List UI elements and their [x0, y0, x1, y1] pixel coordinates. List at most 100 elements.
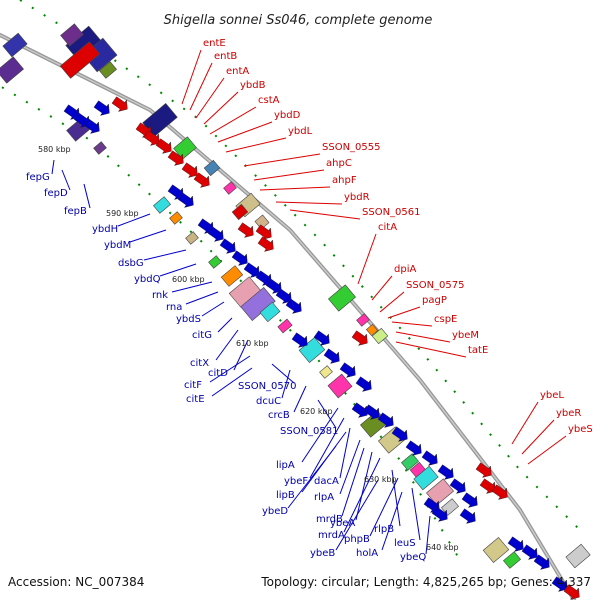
map-title: Shigella sonnei Ss046, complete genome [164, 13, 433, 28]
reverse-gene-callout-line [117, 213, 151, 227]
reverse-gene-arrow [291, 332, 308, 348]
reverse-gene-label: SSON_0570 [238, 381, 297, 392]
reverse-gene-label: ybeF [284, 476, 308, 487]
forward-gene-callout-line [217, 121, 273, 143]
genome-stats-text: Topology: circular; Length: 4,825,265 bp… [260, 575, 591, 589]
gene-feature-block [59, 41, 101, 79]
forward-gene-arrow [181, 162, 198, 178]
reverse-gene-label: lipA [276, 460, 295, 471]
gene-feature-block [153, 196, 171, 214]
reverse-gene-label: lipB [276, 490, 295, 501]
forward-gene-label: tatE [468, 345, 488, 356]
reverse-gene-label: citF [184, 380, 202, 391]
reverse-gene-callout-line [51, 159, 55, 175]
reverse-gene-arrow [355, 376, 372, 392]
forward-gene-label: SSON_0575 [406, 280, 465, 291]
forward-gene-callout-line [395, 331, 451, 343]
forward-gene-arrow [351, 330, 368, 346]
reverse-gene-arrow [313, 330, 330, 346]
reverse-gene-label: dcuC [256, 396, 281, 407]
reverse-gene-arrow [243, 262, 260, 278]
reverse-gene-arrow [377, 412, 394, 428]
reverse-gene-label: holA [356, 548, 378, 559]
gene-feature-block [277, 318, 293, 334]
coordinate-tick-label: 610 kbp [236, 339, 269, 348]
forward-gene-arrow [155, 138, 172, 154]
gene-feature-block [254, 214, 270, 230]
reverse-gene-arrow [285, 298, 302, 314]
feature-layer [0, 23, 591, 600]
forward-gene-callout-line [511, 401, 539, 445]
reverse-gene-arrow [351, 402, 368, 418]
gene-feature-block [60, 23, 84, 47]
reverse-gene-label: citG [192, 330, 212, 341]
reverse-gene-arrow [459, 508, 476, 524]
forward-gene-label: entB [214, 51, 237, 62]
gene-feature-block [223, 181, 237, 195]
reverse-gene-callout-line [339, 427, 351, 479]
reverse-gene-arrow [461, 492, 478, 508]
reverse-gene-arrow [177, 192, 194, 208]
reverse-gene-callout-line [217, 317, 233, 333]
reverse-gene-callout-line [171, 281, 213, 293]
reverse-gene-callout-line [317, 399, 337, 429]
coordinate-tick-label: 590 kbp [106, 209, 139, 218]
reverse-gene-arrow [339, 362, 356, 378]
forward-gene-label: entE [203, 38, 226, 49]
reverse-gene-label: ybdH [92, 224, 118, 235]
reverse-gene-label: citX [190, 358, 209, 369]
reverse-gene-label: SSON_0581 [280, 426, 339, 437]
label-layer: entEentBentAybdBcstAybdDybdLSSON_0555ahp… [26, 38, 593, 563]
reverse-gene-label: citE [186, 394, 205, 405]
forward-gene-label: ybeL [540, 390, 564, 401]
reverse-gene-callout-line [159, 263, 197, 277]
coordinate-tick-label: 600 kbp [172, 275, 205, 284]
gene-feature-block [0, 56, 24, 84]
reverse-gene-label: citD [208, 368, 228, 379]
reverse-gene-label: ybeB [310, 548, 335, 559]
forward-gene-label: ahpF [332, 175, 357, 186]
coordinate-tick-label: 630 kbp [364, 475, 397, 484]
forward-gene-label: entA [226, 66, 249, 77]
reverse-gene-callout-line [335, 479, 379, 551]
gene-feature-block [185, 231, 199, 245]
reverse-gene-callout-line [343, 457, 381, 533]
reverse-gene-callout-line [129, 229, 167, 243]
gene-feature-block [426, 478, 454, 506]
forward-gene-arrow [491, 484, 508, 500]
reverse-gene-callout-line [381, 491, 403, 551]
gene-feature-block [413, 465, 439, 491]
reverse-gene-label: mrdB [316, 514, 343, 525]
forward-gene-arrow [143, 130, 160, 146]
forward-gene-arrow [193, 172, 210, 188]
forward-gene-label: pagP [422, 295, 447, 306]
forward-gene-callout-line [289, 209, 361, 220]
reverse-gene-callout-line [301, 407, 339, 463]
forward-gene-callout-line [181, 49, 202, 105]
reverse-gene-label: phpB [344, 534, 370, 545]
reverse-gene-arrow [507, 536, 524, 552]
reverse-gene-label: fepD [44, 188, 68, 199]
forward-gene-callout-line [395, 341, 467, 358]
reverse-gene-arrow [275, 288, 292, 304]
forward-gene-callout-line [527, 435, 567, 465]
reverse-gene-callout-line [185, 291, 219, 305]
reverse-gene-label: rna [166, 302, 182, 313]
forward-gene-callout-line [189, 62, 213, 111]
gene-feature-block [365, 323, 379, 337]
gene-feature-block [565, 543, 591, 569]
forward-gene-label: cspE [434, 314, 457, 325]
gene-feature-block [482, 537, 510, 563]
forward-gene-callout-line [379, 291, 405, 313]
forward-gene-callout-line [391, 321, 433, 327]
forward-gene-label: ahpC [326, 158, 352, 169]
forward-gene-label: SSON_0555 [322, 142, 381, 153]
forward-gene-label: ybdD [274, 110, 301, 121]
reverse-gene-callout-line [209, 355, 251, 383]
reverse-gene-label: fepG [26, 172, 50, 183]
coordinate-tick-label: 640 kbp [426, 543, 459, 552]
gene-feature-block [231, 203, 249, 221]
reverse-gene-label: ybdM [104, 240, 131, 251]
reverse-gene-arrow [83, 118, 100, 134]
